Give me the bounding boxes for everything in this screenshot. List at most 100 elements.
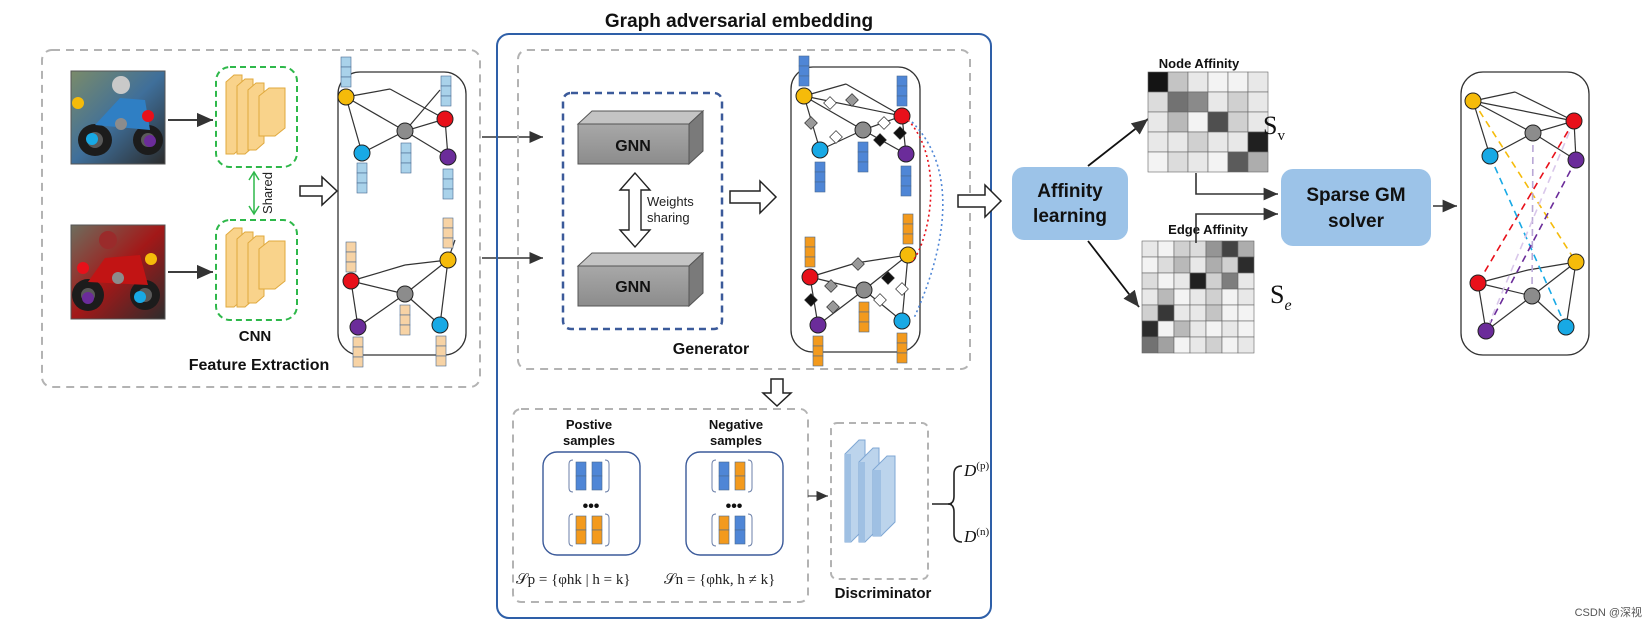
dp-main: D xyxy=(963,461,977,480)
graph-adversarial-embedding-panel: Graph adversarial embedding GNN GNN Weig… xyxy=(496,11,992,619)
node-affinity-cell-4-2 xyxy=(1187,151,1209,173)
feature-cell xyxy=(896,85,908,97)
feature-cell xyxy=(896,352,908,364)
pair-feature-right xyxy=(734,515,746,545)
matching-result-graph xyxy=(1464,91,1585,340)
edge-affinity-cell-4-5 xyxy=(1221,304,1239,322)
edge-affinity-cell-3-3 xyxy=(1189,288,1207,306)
edge-affinity-cell-2-6 xyxy=(1237,272,1255,290)
edge-affinity-cell-6-3 xyxy=(1189,336,1207,354)
graph-edge xyxy=(389,88,446,120)
node-affinity-cell-0-2 xyxy=(1187,71,1209,93)
node-blue-top xyxy=(353,144,371,162)
sample-pairs xyxy=(568,459,753,547)
embed-bar-blue-top xyxy=(814,161,826,193)
result-node-purple-top xyxy=(1567,151,1585,169)
feature-cell xyxy=(900,185,912,197)
graph-edge xyxy=(803,95,864,131)
embed-bar-gray-bottom xyxy=(858,301,870,333)
feature-cell xyxy=(798,75,810,87)
feature-cell xyxy=(857,151,869,163)
edge-affinity-cell-6-6 xyxy=(1237,336,1255,354)
graph-edge xyxy=(809,276,865,291)
feature-bar-blue-bottom xyxy=(435,335,447,367)
edge-feature-square xyxy=(881,271,895,285)
result-node-purple-bottom xyxy=(1477,322,1495,340)
graph-edge xyxy=(863,254,909,291)
gnn-label-top: GNN xyxy=(615,138,651,155)
feature-cell xyxy=(575,475,587,491)
node-affinity-cell-2-0 xyxy=(1147,111,1169,133)
edge-affinity-cell-1-5 xyxy=(1221,256,1239,274)
feature-bar-yellow-bottom xyxy=(442,217,454,249)
graph-edge xyxy=(350,280,406,295)
feature-cell xyxy=(804,246,816,258)
embed-node-yellow-top xyxy=(795,87,813,105)
pair-feature-left xyxy=(575,515,587,545)
edge-affinity-cell-5-3 xyxy=(1189,320,1207,338)
feature-cell xyxy=(442,237,454,249)
edge-affinity-cell-1-3 xyxy=(1189,256,1207,274)
result-node-blue-bottom xyxy=(1557,318,1575,336)
edge-affinity-cell-2-5 xyxy=(1221,272,1239,290)
node-blue-bottom xyxy=(431,316,449,334)
dn-output-label: D(n) xyxy=(963,526,989,546)
result-node-yellow-top xyxy=(1464,92,1482,110)
edge-feature-square xyxy=(893,126,907,140)
feature-cell xyxy=(400,142,412,154)
match-link-purple xyxy=(1485,159,1577,332)
edge-affinity-cell-6-4 xyxy=(1205,336,1223,354)
node-yellow-bottom xyxy=(439,251,457,269)
edge-affinity-cell-3-5 xyxy=(1221,288,1239,306)
motorbike-photo-1 xyxy=(70,70,166,165)
edge-feature-square xyxy=(845,93,859,107)
dn-sup: (n) xyxy=(976,526,989,538)
feature-cell xyxy=(858,321,870,333)
graph-edge xyxy=(1531,261,1577,297)
se-sub: e xyxy=(1284,297,1291,314)
edge-affinity-cell-5-6 xyxy=(1237,320,1255,338)
negative-samples-label-line1: Negative xyxy=(709,417,763,432)
edge-affinity-cell-3-4 xyxy=(1205,288,1223,306)
embed-bar-purple-top xyxy=(900,165,912,197)
node-affinity-cell-1-1 xyxy=(1167,91,1189,113)
node-yellow-top xyxy=(337,88,355,106)
feature-cell xyxy=(812,335,824,347)
feature-cell xyxy=(857,161,869,173)
feature-cell xyxy=(440,85,452,97)
result-node-blue-top xyxy=(1481,147,1499,165)
embed-node-yellow-bottom xyxy=(899,246,917,264)
pair-bracket-left xyxy=(711,459,717,493)
feature-cell xyxy=(718,515,730,531)
node-affinity-cell-3-0 xyxy=(1147,131,1169,153)
graph-edge xyxy=(855,254,909,264)
cnn-frame-bottom xyxy=(215,219,298,321)
graph-edge xyxy=(404,89,441,132)
positive-samples-formula: 𝒮p = {φhk | h = k} xyxy=(516,572,631,588)
edge-affinity-cell-0-2 xyxy=(1173,240,1191,258)
generator-frame xyxy=(517,49,971,370)
negative-samples-box xyxy=(685,451,784,556)
feature-cell xyxy=(352,336,364,348)
shared-label: Shared xyxy=(260,172,275,214)
edge-affinity-cell-1-1 xyxy=(1157,256,1175,274)
node-red-top xyxy=(436,110,454,128)
node-affinity-cell-3-4 xyxy=(1227,131,1249,153)
feature-cell xyxy=(435,355,447,367)
edge-affinity-cell-3-2 xyxy=(1173,288,1191,306)
negative-samples-label-line2: samples xyxy=(710,433,762,448)
feature-cell xyxy=(399,304,411,316)
embed-node-red-top xyxy=(893,107,911,125)
feature-cell xyxy=(345,251,357,263)
edge-affinity-cell-6-1 xyxy=(1157,336,1175,354)
match-link-red-alt xyxy=(1485,120,1575,332)
pair-feature-right xyxy=(734,461,746,491)
node-affinity-cell-2-2 xyxy=(1187,111,1209,133)
feature-bar-purple-bottom xyxy=(352,336,364,368)
gnn-to-embedding-arrow xyxy=(729,179,778,215)
edge-to-solver-connector xyxy=(1195,207,1278,243)
affinity-learning-box xyxy=(1012,167,1128,240)
feature-bar-gray-top xyxy=(400,142,412,174)
feature-cell xyxy=(900,175,912,187)
feature-cell xyxy=(400,152,412,164)
